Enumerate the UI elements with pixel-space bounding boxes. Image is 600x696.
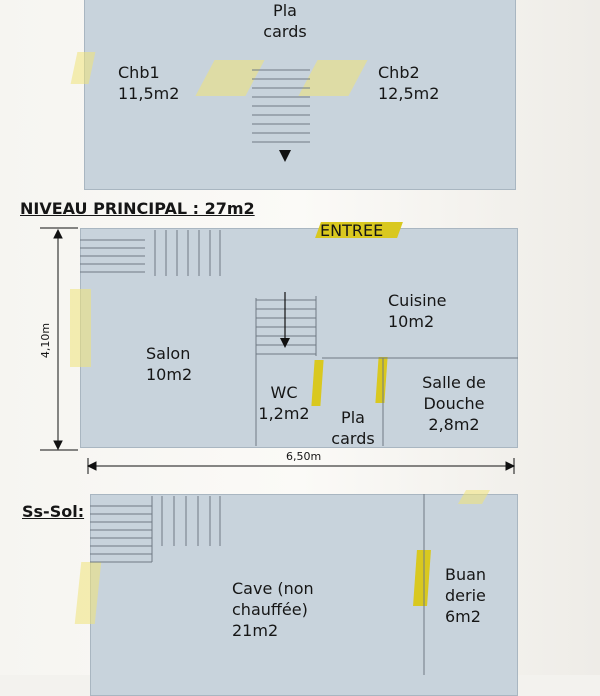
buanderie-line2: derie	[445, 586, 486, 605]
buanderie-area: 6m2	[445, 607, 481, 626]
upper-placards-label: Pla cards	[250, 0, 320, 42]
main-placards-label: Pla cards	[324, 407, 382, 449]
cuisine-label: Cuisine 10m2	[388, 290, 447, 332]
chb2-name: Chb2	[378, 63, 420, 82]
buanderie-label: Buan derie 6m2	[445, 564, 486, 627]
salon-area: 10m2	[146, 365, 193, 384]
salle-douche-line1: Salle de	[422, 373, 486, 392]
salle-douche-area: 2,8m2	[428, 415, 480, 434]
width-dimension-label: 6,50m	[286, 450, 322, 463]
chb1-label: Chb1 11,5m2	[118, 62, 179, 104]
chb1-name: Chb1	[118, 63, 160, 82]
upper-placards-line1: Pla	[273, 1, 297, 20]
salon-label: Salon 10m2	[146, 343, 192, 385]
salle-douche-label: Salle de Douche 2,8m2	[406, 372, 502, 435]
wc-name: WC	[270, 383, 298, 402]
chb1-area: 11,5m2	[118, 84, 180, 103]
salon-name: Salon	[146, 344, 191, 363]
buanderie-line1: Buan	[445, 565, 487, 584]
upper-placards-line2: cards	[263, 22, 307, 41]
salle-douche-line2: Douche	[423, 394, 485, 413]
wc-area: 1,2m2	[258, 404, 310, 423]
entree-label: ENTREE	[320, 221, 384, 240]
basement-plan	[90, 494, 518, 696]
cave-area: 21m2	[232, 621, 279, 640]
wc-label: WC 1,2m2	[258, 382, 310, 424]
main-level-heading: NIVEAU PRINCIPAL : 27m2	[20, 199, 255, 218]
cave-line2: chauffée)	[232, 600, 308, 619]
cuisine-area: 10m2	[388, 312, 435, 331]
cave-line1: Cave (non	[232, 579, 314, 598]
basement-heading: Ss-Sol:	[22, 502, 85, 521]
height-dimension-label: 4,10m	[39, 322, 53, 359]
cave-label: Cave (non chauffée) 21m2	[232, 578, 314, 641]
tape-main-left	[70, 289, 91, 367]
chb2-area: 12,5m2	[378, 84, 440, 103]
chb2-label: Chb2 12,5m2	[378, 62, 439, 104]
main-placards-line1: Pla	[341, 408, 365, 427]
main-placards-line2: cards	[331, 429, 375, 448]
cuisine-name: Cuisine	[388, 291, 447, 310]
